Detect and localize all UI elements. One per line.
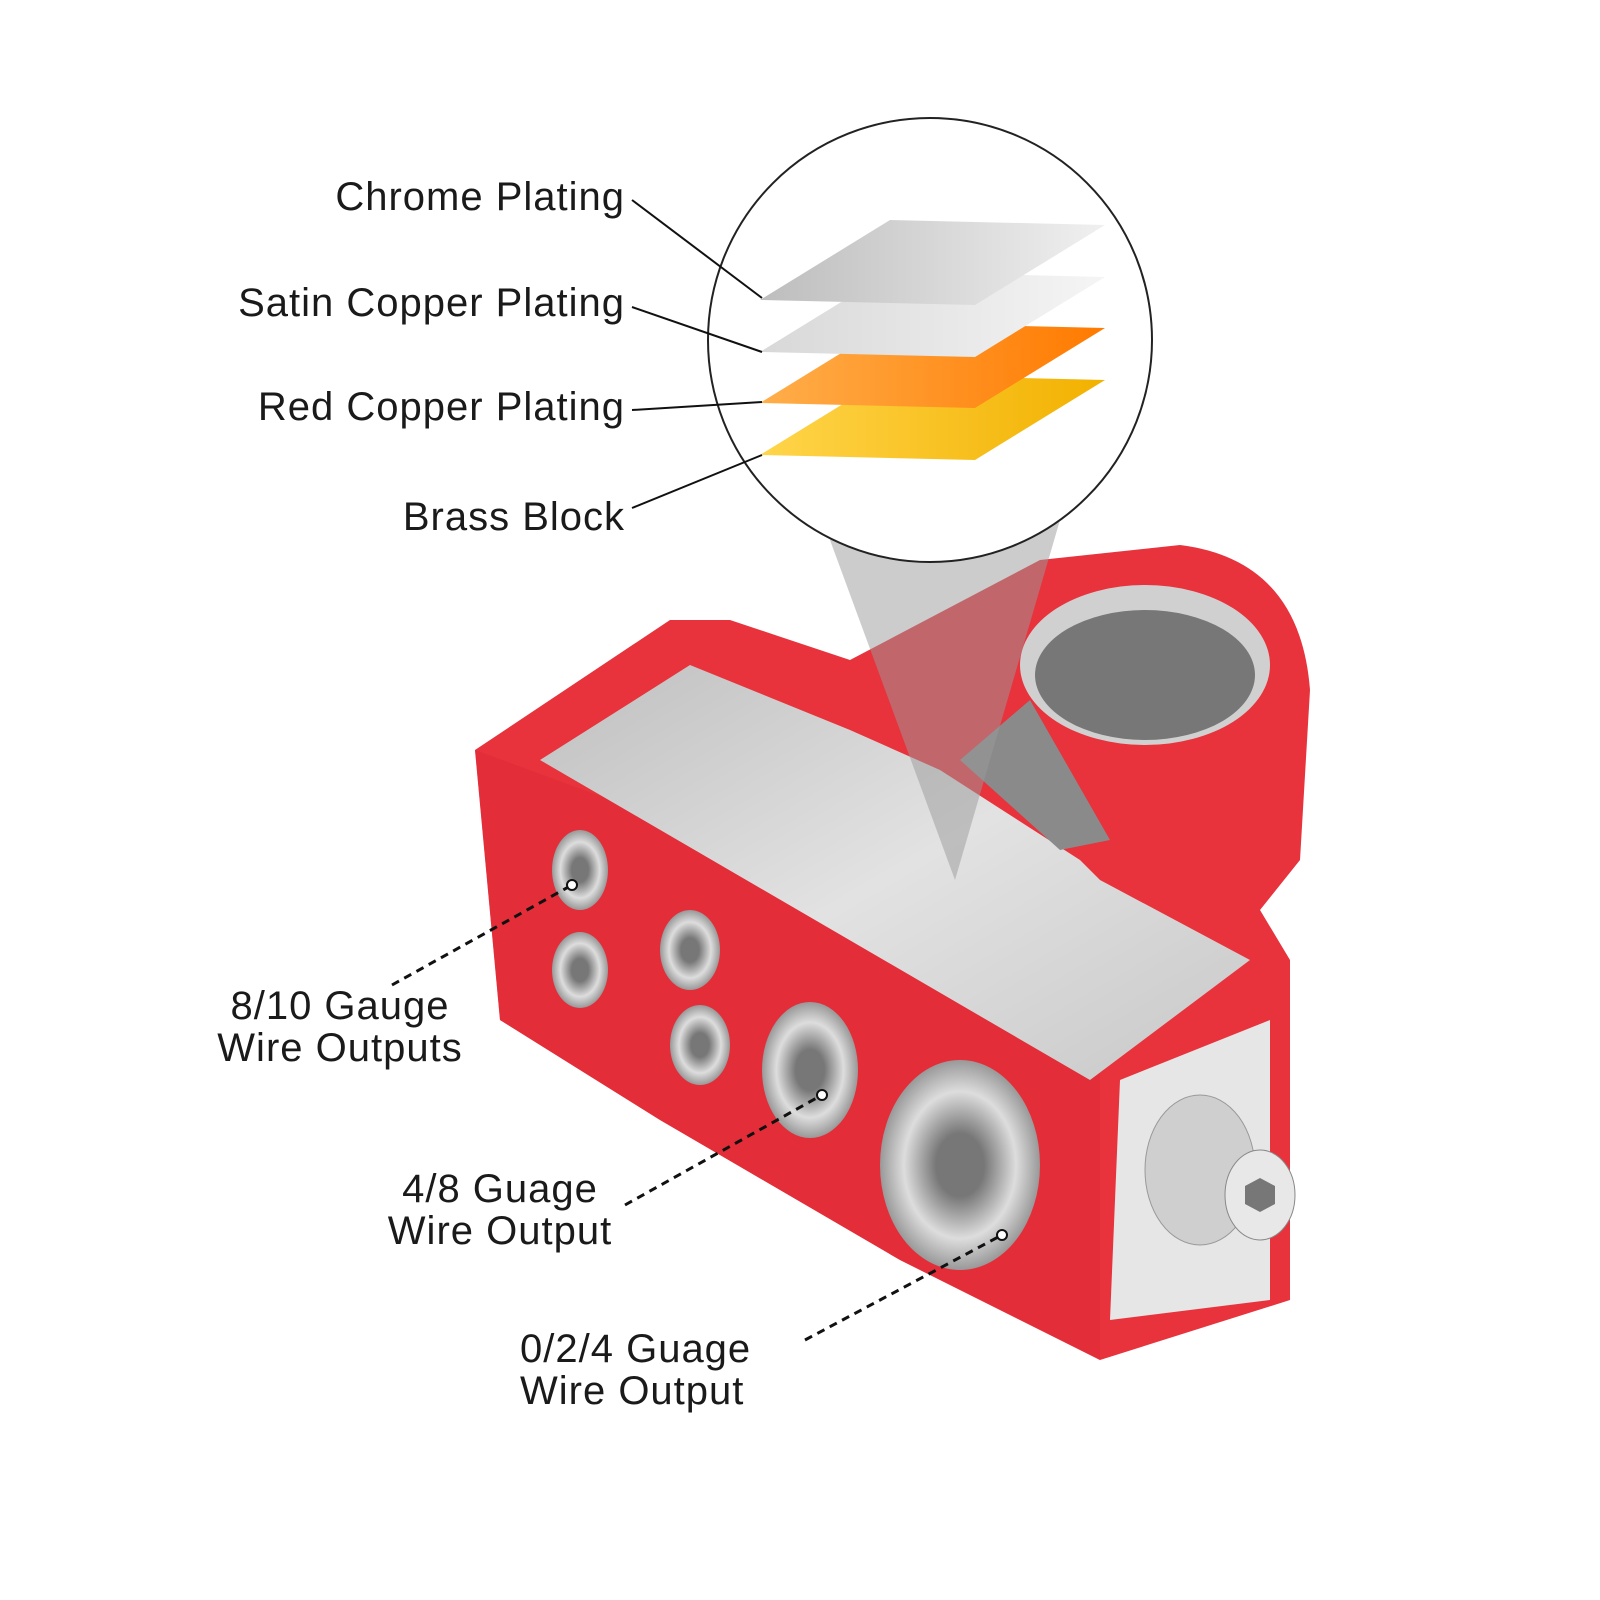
label-satin-copper-plating: Satin Copper Plating [238,281,625,325]
plating-layers [760,220,1105,460]
battery-terminal-housing [475,545,1310,1360]
label-brass-block: Brass Block [402,495,625,539]
callout-line1: 8/10 Gauge [230,984,450,1028]
magnifier-beam [830,520,1060,880]
label-chrome-plating: Chrome Plating [335,175,625,219]
callout-0-2-4-gauge: 0/2/4 Guage Wire Output [520,1328,751,1412]
callout-line2: Wire Output [520,1369,745,1413]
label-red-copper-plating: Red Copper Plating [257,385,625,429]
callout-line1: 4/8 Guage [402,1167,598,1211]
layer-red-copper [760,323,1105,408]
layer-satin-copper [760,272,1105,357]
callout-4-8-gauge: 4/8 Guage Wire Output [365,1168,635,1252]
layer-brass-block [760,375,1105,460]
callout-line2: Wire Output [387,1209,613,1253]
callout-line2: Wire Outputs [217,1026,463,1070]
callout-8-10-gauge: 8/10 Gauge Wire Outputs [195,985,485,1069]
layer-chrome [760,220,1105,305]
leader-lines [391,199,1003,1342]
callout-line1: 0/2/4 Guage [520,1327,752,1371]
